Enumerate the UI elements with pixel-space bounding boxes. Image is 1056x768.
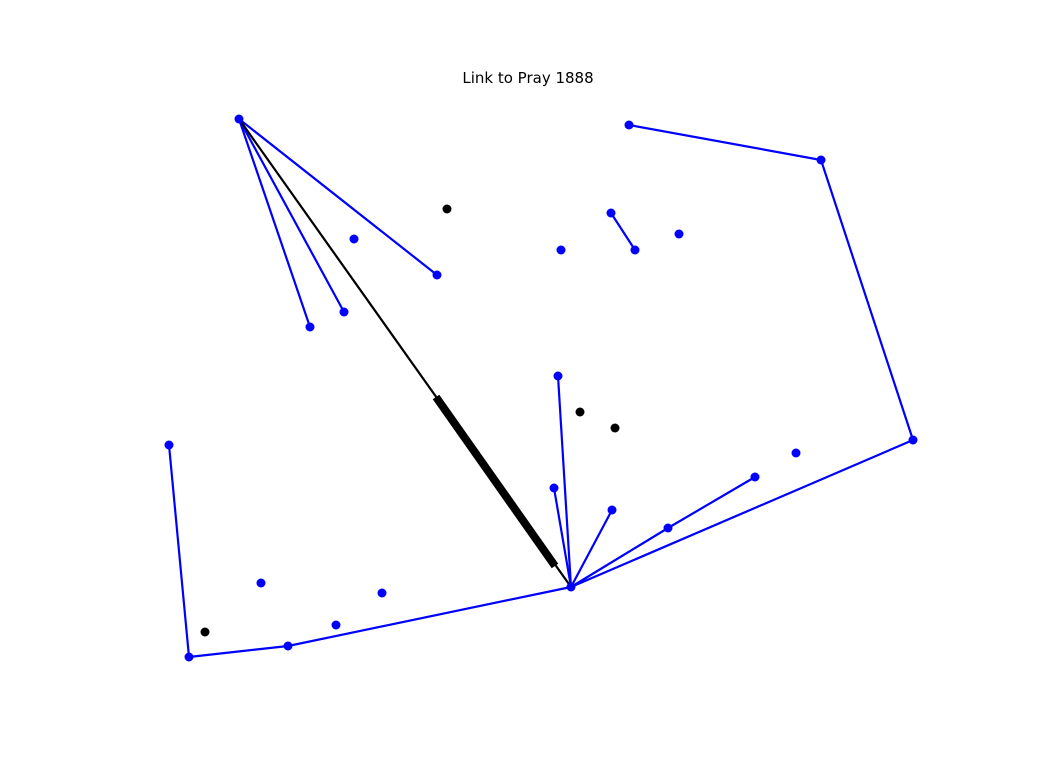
node-y <box>283 641 293 651</box>
edge-m-v <box>570 438 914 589</box>
node-q <box>549 483 559 493</box>
node-ab <box>331 620 341 630</box>
edge-g-h <box>628 123 822 162</box>
node-x <box>184 652 194 662</box>
node-h <box>816 155 826 165</box>
node-o <box>575 407 585 417</box>
edge-y-x <box>188 644 289 659</box>
edge-v-q <box>552 487 573 588</box>
node-g <box>624 120 634 130</box>
node-i <box>606 208 616 218</box>
edge-v-n <box>556 375 573 588</box>
node-aa <box>256 578 266 588</box>
node-w <box>164 440 174 450</box>
node-r <box>607 505 617 515</box>
edge-i-j <box>610 212 636 251</box>
edge-x-w <box>167 444 191 658</box>
node-z <box>200 627 210 637</box>
node-c <box>349 234 359 244</box>
nodes-layer <box>164 114 918 662</box>
node-k <box>556 245 566 255</box>
node-f <box>339 307 349 317</box>
node-p <box>610 423 620 433</box>
chart-title: Link to Pray 1888 <box>462 69 594 87</box>
node-s <box>750 472 760 482</box>
node-e <box>305 322 315 332</box>
node-j <box>630 245 640 255</box>
edge-h-m <box>819 159 915 441</box>
link-arrow-body <box>432 394 559 569</box>
node-b <box>442 204 452 214</box>
edge-v-u <box>570 527 669 588</box>
edges-layer <box>167 118 915 659</box>
edge-a-e <box>237 118 312 328</box>
node-t <box>791 448 801 458</box>
node-v <box>566 582 576 592</box>
edge-u-s <box>667 476 756 529</box>
node-ac <box>377 588 387 598</box>
edge-a-f <box>238 118 345 313</box>
node-u <box>663 523 673 533</box>
node-m <box>908 435 918 445</box>
node-a <box>234 114 244 124</box>
node-d <box>432 270 442 280</box>
edge-v-y <box>287 585 572 648</box>
edge-v-r <box>570 509 613 588</box>
node-l <box>674 229 684 239</box>
edge-a-d <box>238 118 438 276</box>
node-n <box>553 371 563 381</box>
